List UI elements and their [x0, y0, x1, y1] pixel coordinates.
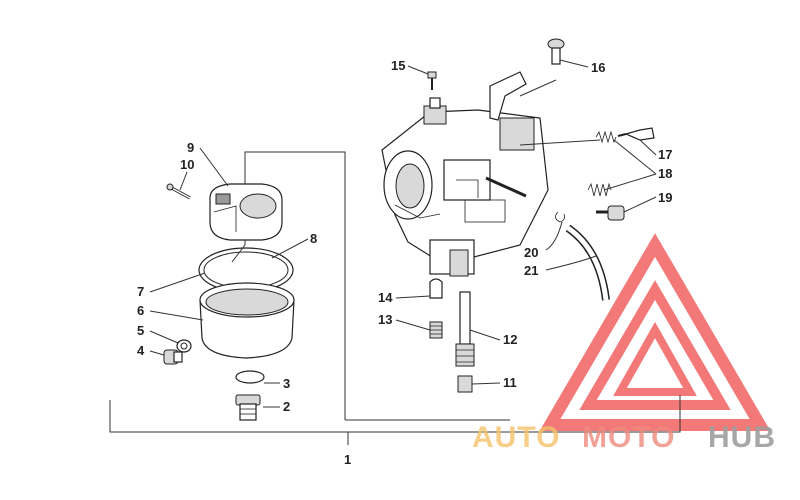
- callout-14: 14: [378, 290, 393, 305]
- callout-9: 9: [187, 140, 194, 155]
- watermark-text: AUTO MOTO HUB: [472, 421, 776, 454]
- callout-7: 7: [137, 284, 144, 299]
- callout-8: 8: [310, 231, 317, 246]
- callout-5: 5: [137, 323, 144, 338]
- callout-12: 12: [503, 332, 517, 347]
- part-16-screw: [547, 38, 565, 65]
- part-10-screw: [166, 183, 191, 200]
- callout-4: 4: [137, 343, 145, 358]
- part-3-o-ring: [235, 370, 265, 384]
- part-17-screw: [617, 127, 655, 141]
- callout-11: 11: [503, 375, 517, 390]
- part-13-spring: [429, 321, 443, 339]
- watermark-logo: [539, 233, 771, 431]
- part-11-jet: [457, 375, 473, 393]
- part-6-float-bowl: [199, 282, 295, 359]
- callout-20: 20: [524, 245, 538, 260]
- callout-21: 21: [524, 263, 538, 278]
- callout-16: 16: [591, 60, 605, 75]
- part-2-bolt: [235, 394, 261, 421]
- callout-18: 18: [658, 166, 672, 181]
- part-20-clip: [555, 211, 565, 223]
- callouts: 1 2 3 4 5 6 7 8 9 10 11 12 13 14 15 16 1: [137, 58, 672, 467]
- part-18-spring: [587, 130, 617, 197]
- part-4-drain-screw: [163, 349, 183, 365]
- callout-19: 19: [658, 190, 672, 205]
- callout-15: 15: [391, 58, 405, 73]
- part-21-hose: [565, 224, 610, 301]
- part-19-screw: [596, 205, 625, 221]
- callout-13: 13: [378, 312, 392, 327]
- callout-3: 3: [283, 376, 290, 391]
- part-15-screw: [427, 71, 437, 90]
- callout-1: 1: [344, 452, 351, 467]
- callout-6: 6: [137, 303, 144, 318]
- watermark-hub: HUB: [708, 421, 776, 454]
- part-5-washer: [176, 339, 192, 353]
- watermark-auto: AUTO: [472, 421, 560, 454]
- callout-2: 2: [283, 399, 290, 414]
- part-14-needle: [429, 278, 443, 299]
- part-12-jet-tube: [455, 291, 475, 367]
- carburetor-body: [381, 71, 549, 277]
- part-9-float: [209, 183, 283, 241]
- watermark-moto: MOTO: [582, 421, 675, 454]
- callout-17: 17: [658, 147, 672, 162]
- callout-10: 10: [180, 157, 194, 172]
